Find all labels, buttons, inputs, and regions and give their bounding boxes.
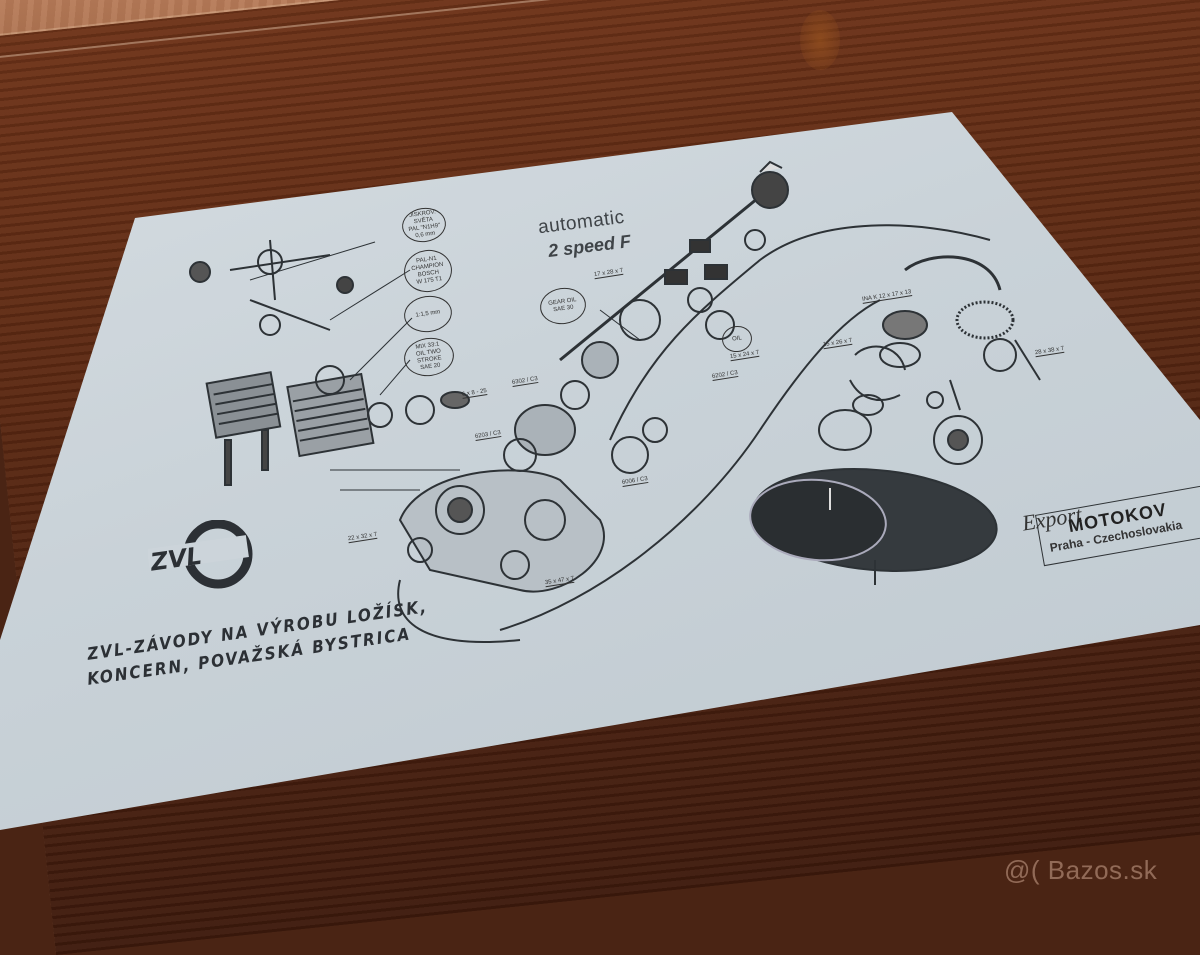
zvl-logo: ZVL xyxy=(148,520,253,589)
table-stain xyxy=(800,10,840,70)
callout-text: SAE 30 xyxy=(552,304,574,314)
bazos-watermark: @( Bazos.sk xyxy=(1004,855,1158,885)
callout-text: 0,6 mm xyxy=(415,230,436,240)
callout-text: 1:1,5 mm xyxy=(415,308,441,319)
carburetor-illustration xyxy=(189,239,354,336)
transmission-shaft-illustration xyxy=(559,160,789,379)
leader-lines xyxy=(249,241,641,491)
cylinder-head-illustration xyxy=(205,371,282,486)
belt-cover-illustration xyxy=(749,468,998,585)
callout-text: OIL xyxy=(731,334,743,343)
crankcase-illustration xyxy=(397,469,605,643)
callout-text: SAE 20 xyxy=(419,362,441,372)
clutch-assembly-illustration xyxy=(818,255,1041,465)
belt-loop xyxy=(499,224,991,631)
cylinder-illustration xyxy=(286,365,470,458)
exploded-engine-diagram xyxy=(189,160,1041,643)
crankshaft-illustration xyxy=(503,380,668,474)
